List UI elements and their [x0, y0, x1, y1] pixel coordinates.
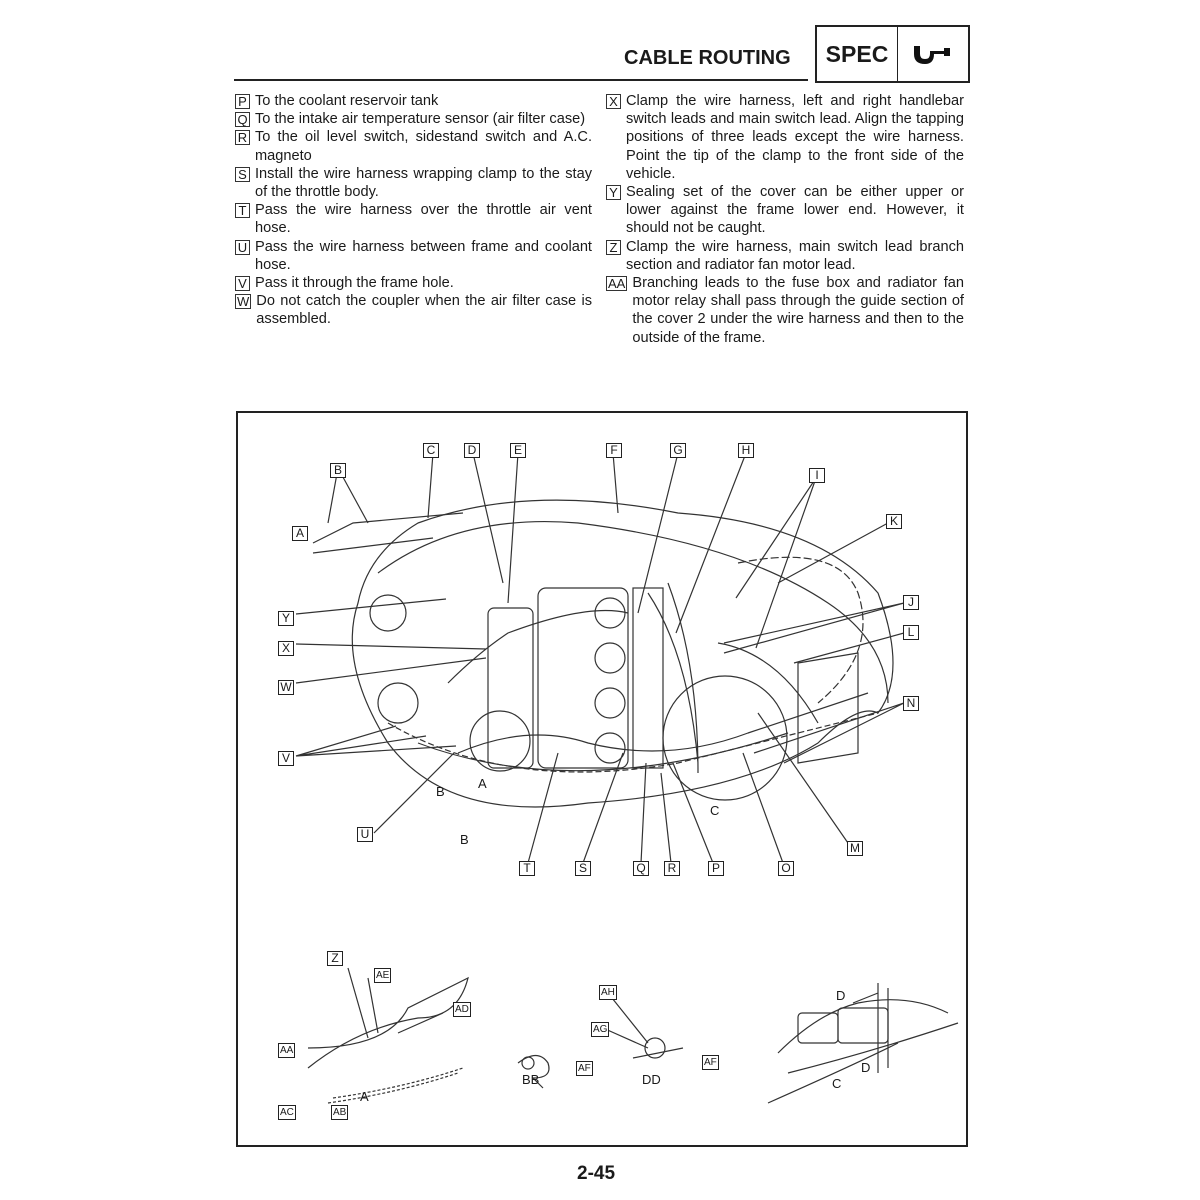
engine-wiring-illustration — [292, 452, 959, 1104]
note-s: S Install the wire harness wrapping clamp… — [235, 165, 592, 201]
note-x: X Clamp the wire harness, left and right … — [606, 92, 964, 183]
label-p: P — [708, 861, 724, 876]
label-s: S — [575, 861, 591, 876]
note-text: Pass the wire harness between frame and … — [255, 238, 592, 273]
micrometer-icon — [898, 27, 968, 81]
note-key: W — [235, 294, 252, 310]
note-p: P To the coolant reservoir tank — [235, 92, 592, 110]
note-key: T — [235, 203, 250, 219]
cable-routing-diagram: A B C D E F G H I J K L M N O P Q R S T … — [236, 411, 968, 1147]
label-ae: AE — [374, 968, 392, 983]
label-h: H — [738, 443, 754, 458]
label-d: D — [464, 443, 480, 458]
label-x: X — [278, 641, 294, 656]
label-k: K — [886, 514, 902, 529]
label-t: T — [519, 861, 535, 876]
note-t: T Pass the wire harness over the throttle… — [235, 201, 592, 237]
spec-badge: SPEC — [815, 25, 970, 83]
note-q: Q To the intake air temperature sensor (a… — [235, 110, 592, 128]
label-q: Q — [633, 861, 649, 876]
label-l: L — [903, 625, 919, 640]
note-text: To the coolant reservoir tank — [255, 93, 439, 109]
detail-label-c: C — [832, 1076, 842, 1091]
spec-label: SPEC — [817, 27, 898, 81]
notes-right: X Clamp the wire harness, left and right … — [606, 92, 964, 347]
note-text: Pass the wire harness over the throttle … — [255, 202, 592, 237]
label-u: U — [357, 827, 373, 842]
label-af: AF — [576, 1061, 593, 1076]
note-key: U — [235, 239, 250, 255]
label-plain-c: C — [710, 803, 720, 818]
detail-label-a: A — [360, 1089, 369, 1104]
note-z: Z Clamp the wire harness, main switch lea… — [606, 238, 964, 274]
label-e: E — [510, 443, 526, 458]
note-key: V — [235, 276, 250, 292]
note-key: R — [235, 130, 250, 146]
note-text: Pass it through the frame hole. — [255, 275, 454, 292]
note-key: AA — [606, 276, 628, 292]
label-plain-a: A — [478, 776, 487, 791]
label-i: I — [809, 468, 825, 483]
detail-label-dd: DD — [642, 1072, 661, 1087]
label-plain-b2: B — [460, 832, 469, 847]
note-text: Clamp the wire harness, left and right h… — [626, 93, 964, 182]
label-ad: AD — [453, 1002, 471, 1017]
note-text: To the intake air temperature sensor (ai… — [255, 111, 586, 128]
label-z: Z — [327, 951, 343, 966]
detail-label-d2: D — [861, 1060, 871, 1075]
label-c: C — [423, 443, 439, 458]
label-g: G — [670, 443, 686, 458]
label-m: M — [847, 841, 863, 856]
page-title: CABLE ROUTING — [624, 47, 791, 69]
note-u: U Pass the wire harness between frame and… — [235, 238, 592, 274]
label-b: B — [330, 463, 346, 478]
label-ah: AH — [599, 985, 617, 1000]
note-text: To the oil level switch, sidestand switc… — [255, 129, 592, 164]
label-o: O — [778, 861, 794, 876]
label-ac: AC — [278, 1105, 296, 1120]
note-text: Sealing set of the cover can be either u… — [626, 184, 964, 237]
detail-label-bb: BB — [522, 1072, 540, 1087]
label-ab: AB — [331, 1105, 349, 1120]
note-text: Install the wire harness wrapping clamp … — [255, 165, 592, 201]
note-key: Z — [606, 239, 621, 255]
note-key: X — [606, 94, 621, 109]
label-aa: AA — [278, 1043, 296, 1058]
note-key: S — [235, 166, 250, 182]
label-y: Y — [278, 611, 294, 626]
page-number: 2-45 — [577, 1163, 616, 1184]
note-text: Do not catch the coupler when the air fi… — [256, 293, 592, 328]
title-rule — [234, 79, 808, 81]
note-y: Y Sealing set of the cover can be either … — [606, 183, 964, 238]
note-text: Clamp the wire harness, main switch lead… — [626, 238, 964, 273]
label-plain-b: B — [436, 784, 445, 799]
label-w: W — [278, 680, 294, 695]
label-n: N — [903, 696, 919, 711]
note-key: Q — [235, 112, 250, 128]
label-v: V — [278, 751, 294, 766]
note-r: R To the oil level switch, sidestand swit… — [235, 128, 592, 164]
note-v: V Pass it through the frame hole. — [235, 274, 592, 292]
label-j: J — [903, 595, 919, 610]
label-f: F — [606, 443, 622, 458]
note-key: P — [235, 94, 250, 109]
detail-label-d: D — [836, 988, 846, 1003]
label-a: A — [292, 526, 308, 541]
label-af-2: AF — [702, 1055, 719, 1070]
note-key: Y — [606, 185, 621, 201]
note-text: Branching leads to the fuse box and radi… — [632, 275, 964, 346]
label-ag: AG — [591, 1022, 610, 1037]
label-r: R — [664, 861, 680, 876]
notes-left: P To the coolant reservoir tank Q To the i… — [235, 92, 592, 329]
